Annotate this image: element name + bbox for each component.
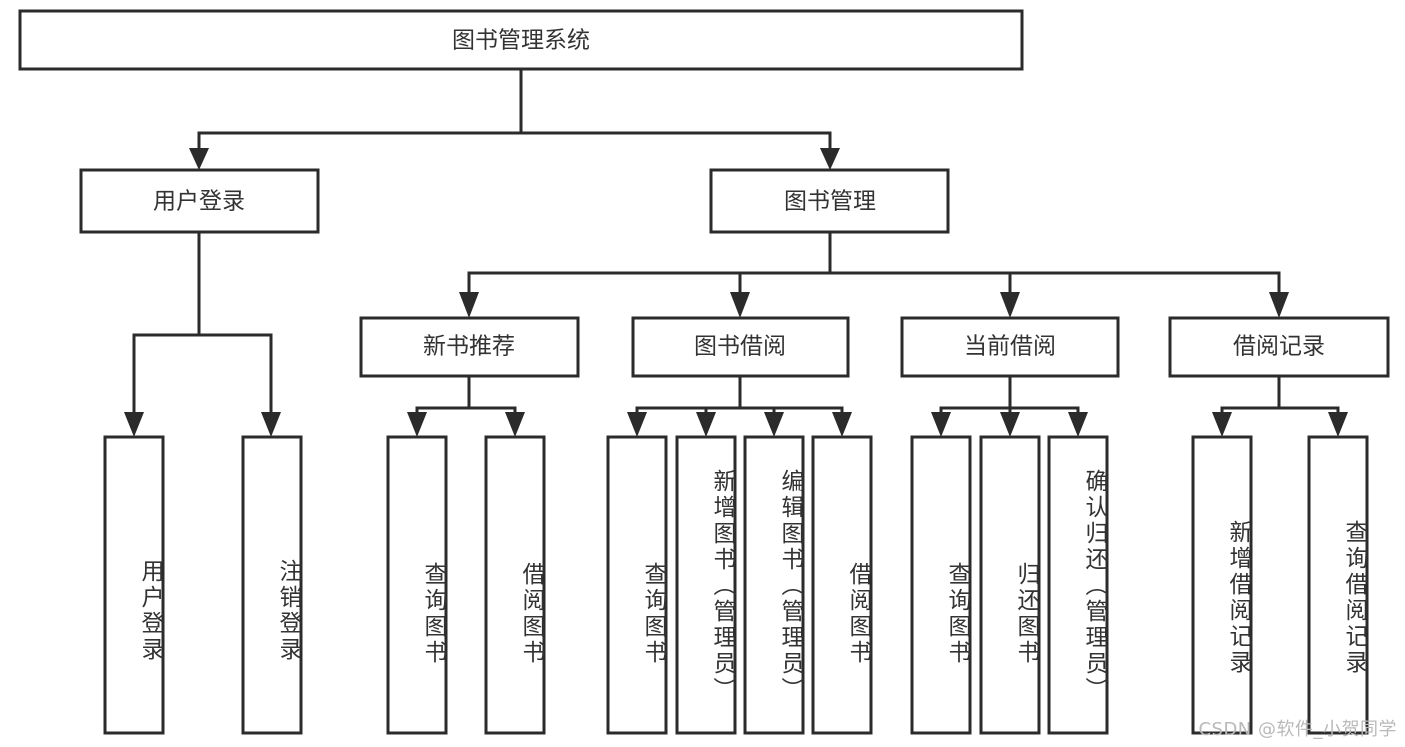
arrow-head-leaf-2 xyxy=(261,412,281,437)
node-root-box[interactable] xyxy=(18,9,1024,71)
node-book-borrow-box[interactable] xyxy=(631,316,850,378)
node-user-login-box[interactable] xyxy=(79,168,320,234)
arrow-head-leaf-9 xyxy=(931,412,951,437)
arrow-head-leaf-3 xyxy=(407,412,427,437)
connector-group xyxy=(124,67,1348,437)
arrow-head-leaf-8 xyxy=(832,412,852,437)
node-borrow-record-label: 借阅记录 xyxy=(1233,334,1325,360)
arrow-head-leaf-4 xyxy=(505,412,525,437)
node-current-borrow-box[interactable] xyxy=(900,316,1120,378)
arrow-head-leaf-6 xyxy=(696,412,716,437)
node-leaf-6-box[interactable] xyxy=(675,435,737,735)
arrow-head-book-borrow xyxy=(730,292,750,318)
node-book-borrow-label: 图书借阅 xyxy=(694,334,786,360)
node-root-label: 图书管理系统 xyxy=(452,28,590,54)
node-book-manage[interactable]: 图书管理 xyxy=(709,168,950,234)
node-leaf-11-box[interactable] xyxy=(1047,435,1109,735)
node-root[interactable]: 图书管理系统 xyxy=(18,9,1024,71)
node-leaf-4-box[interactable] xyxy=(484,435,546,735)
node-leaf-10-box[interactable] xyxy=(979,435,1041,735)
node-current-borrow[interactable]: 当前借阅 xyxy=(900,316,1120,378)
arrow-head-borrow-record xyxy=(1269,292,1289,318)
node-user-login[interactable]: 用户登录 xyxy=(79,168,320,234)
arrow-head-leaf-10 xyxy=(1000,412,1020,437)
node-book-borrow[interactable]: 图书借阅 xyxy=(631,316,850,378)
arrow-head-leaf-1 xyxy=(124,412,144,437)
arrow-head-leaf-13 xyxy=(1328,412,1348,437)
node-leaf-5-box[interactable] xyxy=(606,435,668,735)
node-borrow-record[interactable]: 借阅记录 xyxy=(1168,316,1390,378)
arrow-head-book-manage xyxy=(820,148,840,170)
node-new-book-rec-box[interactable] xyxy=(359,316,580,378)
arrow-head-leaf-12 xyxy=(1212,412,1232,437)
node-leaf-9-box[interactable] xyxy=(910,435,972,735)
node-leaf-12-box[interactable] xyxy=(1191,435,1253,735)
node-new-book-rec[interactable]: 新书推荐 xyxy=(359,316,580,378)
arrow-head-user-login xyxy=(189,148,209,170)
arrow-head-leaf-5 xyxy=(627,412,647,437)
node-leaf-1-box[interactable] xyxy=(103,435,165,735)
node-leaf-3-box[interactable] xyxy=(386,435,448,735)
node-user-login-label: 用户登录 xyxy=(153,189,245,215)
arrow-head-leaf-11 xyxy=(1068,412,1088,437)
arrow-head-new-book-rec xyxy=(459,292,479,318)
node-new-book-rec-label: 新书推荐 xyxy=(423,334,515,360)
node-leaf-8-box[interactable] xyxy=(811,435,873,735)
csdn-watermark: CSDN @软件_小贺同学 xyxy=(1198,719,1397,740)
node-current-borrow-label: 当前借阅 xyxy=(964,334,1056,360)
node-book-manage-label: 图书管理 xyxy=(784,189,876,215)
node-book-manage-box[interactable] xyxy=(709,168,950,234)
node-leaf-2-box[interactable] xyxy=(241,435,303,735)
arrow-head-current-borrow xyxy=(1000,292,1020,318)
node-leaf-13-box[interactable] xyxy=(1307,435,1369,735)
node-leaf-7-box[interactable] xyxy=(743,435,805,735)
arrow-head-leaf-7 xyxy=(764,412,784,437)
node-borrow-record-box[interactable] xyxy=(1168,316,1390,378)
